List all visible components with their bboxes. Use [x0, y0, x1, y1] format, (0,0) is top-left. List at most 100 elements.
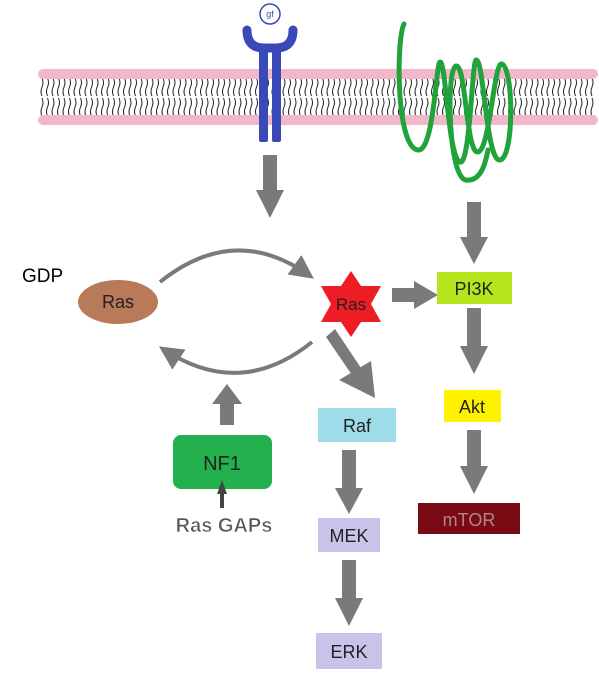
ras-gaps-label: Ras GAPs	[176, 515, 273, 537]
arrow-gpcr-to-pi3k	[460, 202, 488, 264]
arrow-nf1-up	[212, 384, 242, 425]
lipid-tail	[354, 77, 357, 117]
receptor-ligand-binding-arms	[242, 25, 298, 53]
erk-node	[316, 633, 382, 669]
lipid-tail	[513, 77, 517, 117]
lipid-tail	[403, 77, 407, 117]
growth-factor-ligand	[259, 3, 281, 25]
arrow-pi3k-to-akt	[460, 308, 488, 374]
lipid-tail	[475, 77, 478, 117]
erk-label: ERK	[330, 642, 367, 662]
lipid-tail	[541, 77, 544, 117]
lipid-tail	[321, 77, 324, 117]
ras-active-node	[321, 271, 381, 337]
lipid-tail	[288, 77, 291, 117]
lipid-tail	[530, 77, 533, 117]
cell-membrane	[38, 69, 598, 125]
lipid-tail	[348, 77, 352, 117]
lipid-tail	[365, 77, 368, 117]
lipid-tail	[579, 77, 583, 117]
arrow-receptor-to-ras	[256, 155, 284, 218]
lipid-tail	[453, 77, 456, 117]
lipid-tail	[189, 77, 192, 117]
lipid-tail	[57, 77, 60, 117]
lipid-tail	[139, 77, 143, 117]
membrane-inner-heads	[38, 115, 598, 125]
lipid-tail	[414, 77, 418, 117]
lipid-tail	[546, 77, 550, 117]
lipid-tail	[134, 77, 137, 117]
raf-node	[318, 408, 396, 442]
mek-label: MEK	[329, 526, 368, 546]
receptor-transmembrane-right	[272, 46, 281, 142]
lipid-tail	[310, 77, 313, 117]
lipid-tail	[387, 77, 390, 117]
lipid-tail	[381, 77, 385, 117]
lipid-tail	[200, 77, 203, 117]
lipid-tail	[392, 77, 396, 117]
lipid-tail	[557, 77, 561, 117]
lipid-tail	[293, 77, 297, 117]
lipid-tail	[117, 77, 121, 117]
receptor-transmembrane-left	[259, 46, 268, 142]
lipid-tail	[95, 77, 99, 117]
lipid-tail	[172, 77, 176, 117]
pi3k-label: PI3K	[454, 279, 493, 299]
akt-label: Akt	[459, 397, 485, 417]
lipid-tail	[376, 77, 379, 117]
lipid-tail	[211, 77, 214, 117]
lipid-tail	[370, 77, 374, 117]
lipid-tail	[62, 77, 66, 117]
lipid-tail	[238, 77, 242, 117]
lipid-tail	[123, 77, 126, 117]
lipid-tail	[332, 77, 335, 117]
lipid-tail	[420, 77, 423, 117]
lipid-tail	[563, 77, 566, 117]
lipid-tail	[590, 77, 594, 117]
receptor-tyrosine-kinase: gf	[242, 3, 298, 142]
lipid-tail	[145, 77, 148, 117]
arrow-ras-activation-curve	[158, 248, 314, 284]
mtor-node	[418, 503, 520, 534]
mek-node	[318, 518, 380, 552]
lipid-tail	[128, 77, 132, 117]
lipid-tail	[167, 77, 170, 117]
lipid-tail	[282, 77, 286, 117]
lipid-tail	[409, 77, 412, 117]
lipid-tail	[244, 77, 247, 117]
lipid-tail	[304, 77, 308, 117]
arrow-ras-gaps-to-nf1	[217, 480, 227, 508]
ras-inactive-label: Ras	[102, 292, 134, 312]
lipid-tail	[183, 77, 187, 117]
arrow-ras-inactivation-curve	[158, 340, 314, 375]
lipid-tail	[249, 77, 253, 117]
lipid-tail	[425, 77, 429, 117]
lipid-tail	[112, 77, 115, 117]
gdp-label: GDP	[22, 266, 63, 287]
lipid-tail	[194, 77, 198, 117]
lipid-tail	[40, 77, 44, 117]
lipid-tail	[73, 77, 77, 117]
lipid-tail	[585, 77, 588, 117]
lipid-tail	[68, 77, 71, 117]
lipid-tail	[222, 77, 225, 117]
lipid-tail	[156, 77, 159, 117]
lipid-tail	[255, 77, 258, 117]
lipid-tail	[233, 77, 236, 117]
lipid-tail	[51, 77, 55, 117]
lipid-tail	[227, 77, 231, 117]
membrane-outer-heads	[38, 69, 598, 79]
arrow-raf-to-mek	[335, 450, 363, 514]
raf-label: Raf	[343, 416, 372, 436]
nf1-label: NF1	[203, 453, 241, 475]
ras-active-label: Ras	[336, 295, 366, 314]
lipid-tail	[519, 77, 522, 117]
g-protein-coupled-receptor	[396, 21, 514, 183]
lipid-tail	[90, 77, 93, 117]
lipid-tail	[568, 77, 572, 117]
lipid-tail	[205, 77, 209, 117]
lipid-tail	[101, 77, 104, 117]
ras-inactive-node	[78, 280, 158, 324]
pi3k-node	[437, 272, 512, 304]
